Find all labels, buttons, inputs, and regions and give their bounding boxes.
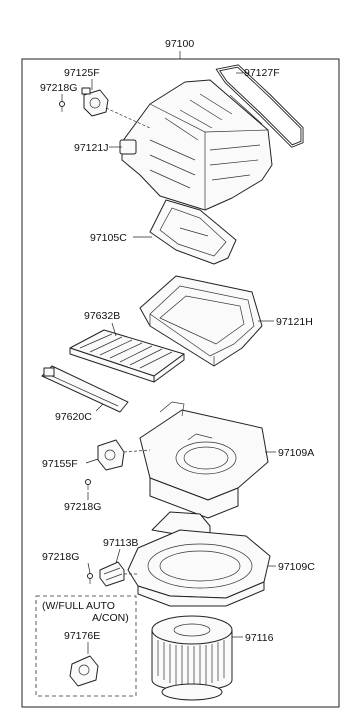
resistor-97113B (99, 561, 125, 587)
callout-97121J: 97121J (74, 142, 108, 154)
leader-97218G-low (87, 562, 91, 574)
leader-97155F (85, 458, 99, 464)
screw-97218G-low (87, 573, 93, 584)
callout-97218G-top: 97218G (40, 82, 77, 94)
cover-97620C (41, 365, 129, 413)
leader-97113B (115, 548, 121, 564)
assembly-line-97125F (105, 107, 151, 129)
assembly-line-97155F (123, 449, 151, 453)
cover-97105C (149, 199, 237, 265)
callout-97632B: 97632B (84, 310, 120, 322)
option-note-line2: A/CON) (92, 612, 129, 624)
callout-97176E: 97176E (64, 630, 100, 642)
callout-97116: 97116 (245, 632, 274, 644)
screw-97218G-mid (85, 479, 91, 490)
callout-97620C: 97620C (55, 411, 92, 423)
screw-97218G-top (59, 101, 65, 112)
option-note-line1: (W/FULL AUTO (42, 600, 115, 612)
module-97176E (69, 655, 99, 687)
callout-97109C: 97109C (278, 561, 315, 573)
blower-case-97109A (139, 401, 269, 519)
leader-97620C (95, 403, 104, 412)
filter-97632B (69, 329, 185, 383)
callout-97113B: 97113B (103, 537, 138, 549)
actuator-97125F (81, 87, 109, 117)
callout-97105C: 97105C (90, 232, 127, 244)
actuator-97155F (97, 439, 125, 471)
assembly-label: 97100 (165, 38, 194, 50)
callout-97127F: 97127F (244, 67, 280, 79)
seal-97127F (215, 64, 304, 148)
filter-housing-97121H (139, 275, 263, 367)
callout-97218G-mid: 97218G (64, 501, 101, 513)
assembly-frame (21, 58, 340, 708)
callout-97121H: 97121H (276, 316, 313, 328)
callout-97109A: 97109A (278, 447, 314, 459)
callout-97125F: 97125F (64, 67, 100, 79)
scroll-case-97109C (127, 511, 271, 607)
intake-case-97121J (119, 79, 273, 211)
blower-motor-97116 (151, 615, 233, 701)
option-box (35, 595, 137, 697)
callout-97218G-low: 97218G (42, 551, 79, 563)
callout-97155F: 97155F (42, 458, 78, 470)
leader-97632B (111, 322, 117, 337)
